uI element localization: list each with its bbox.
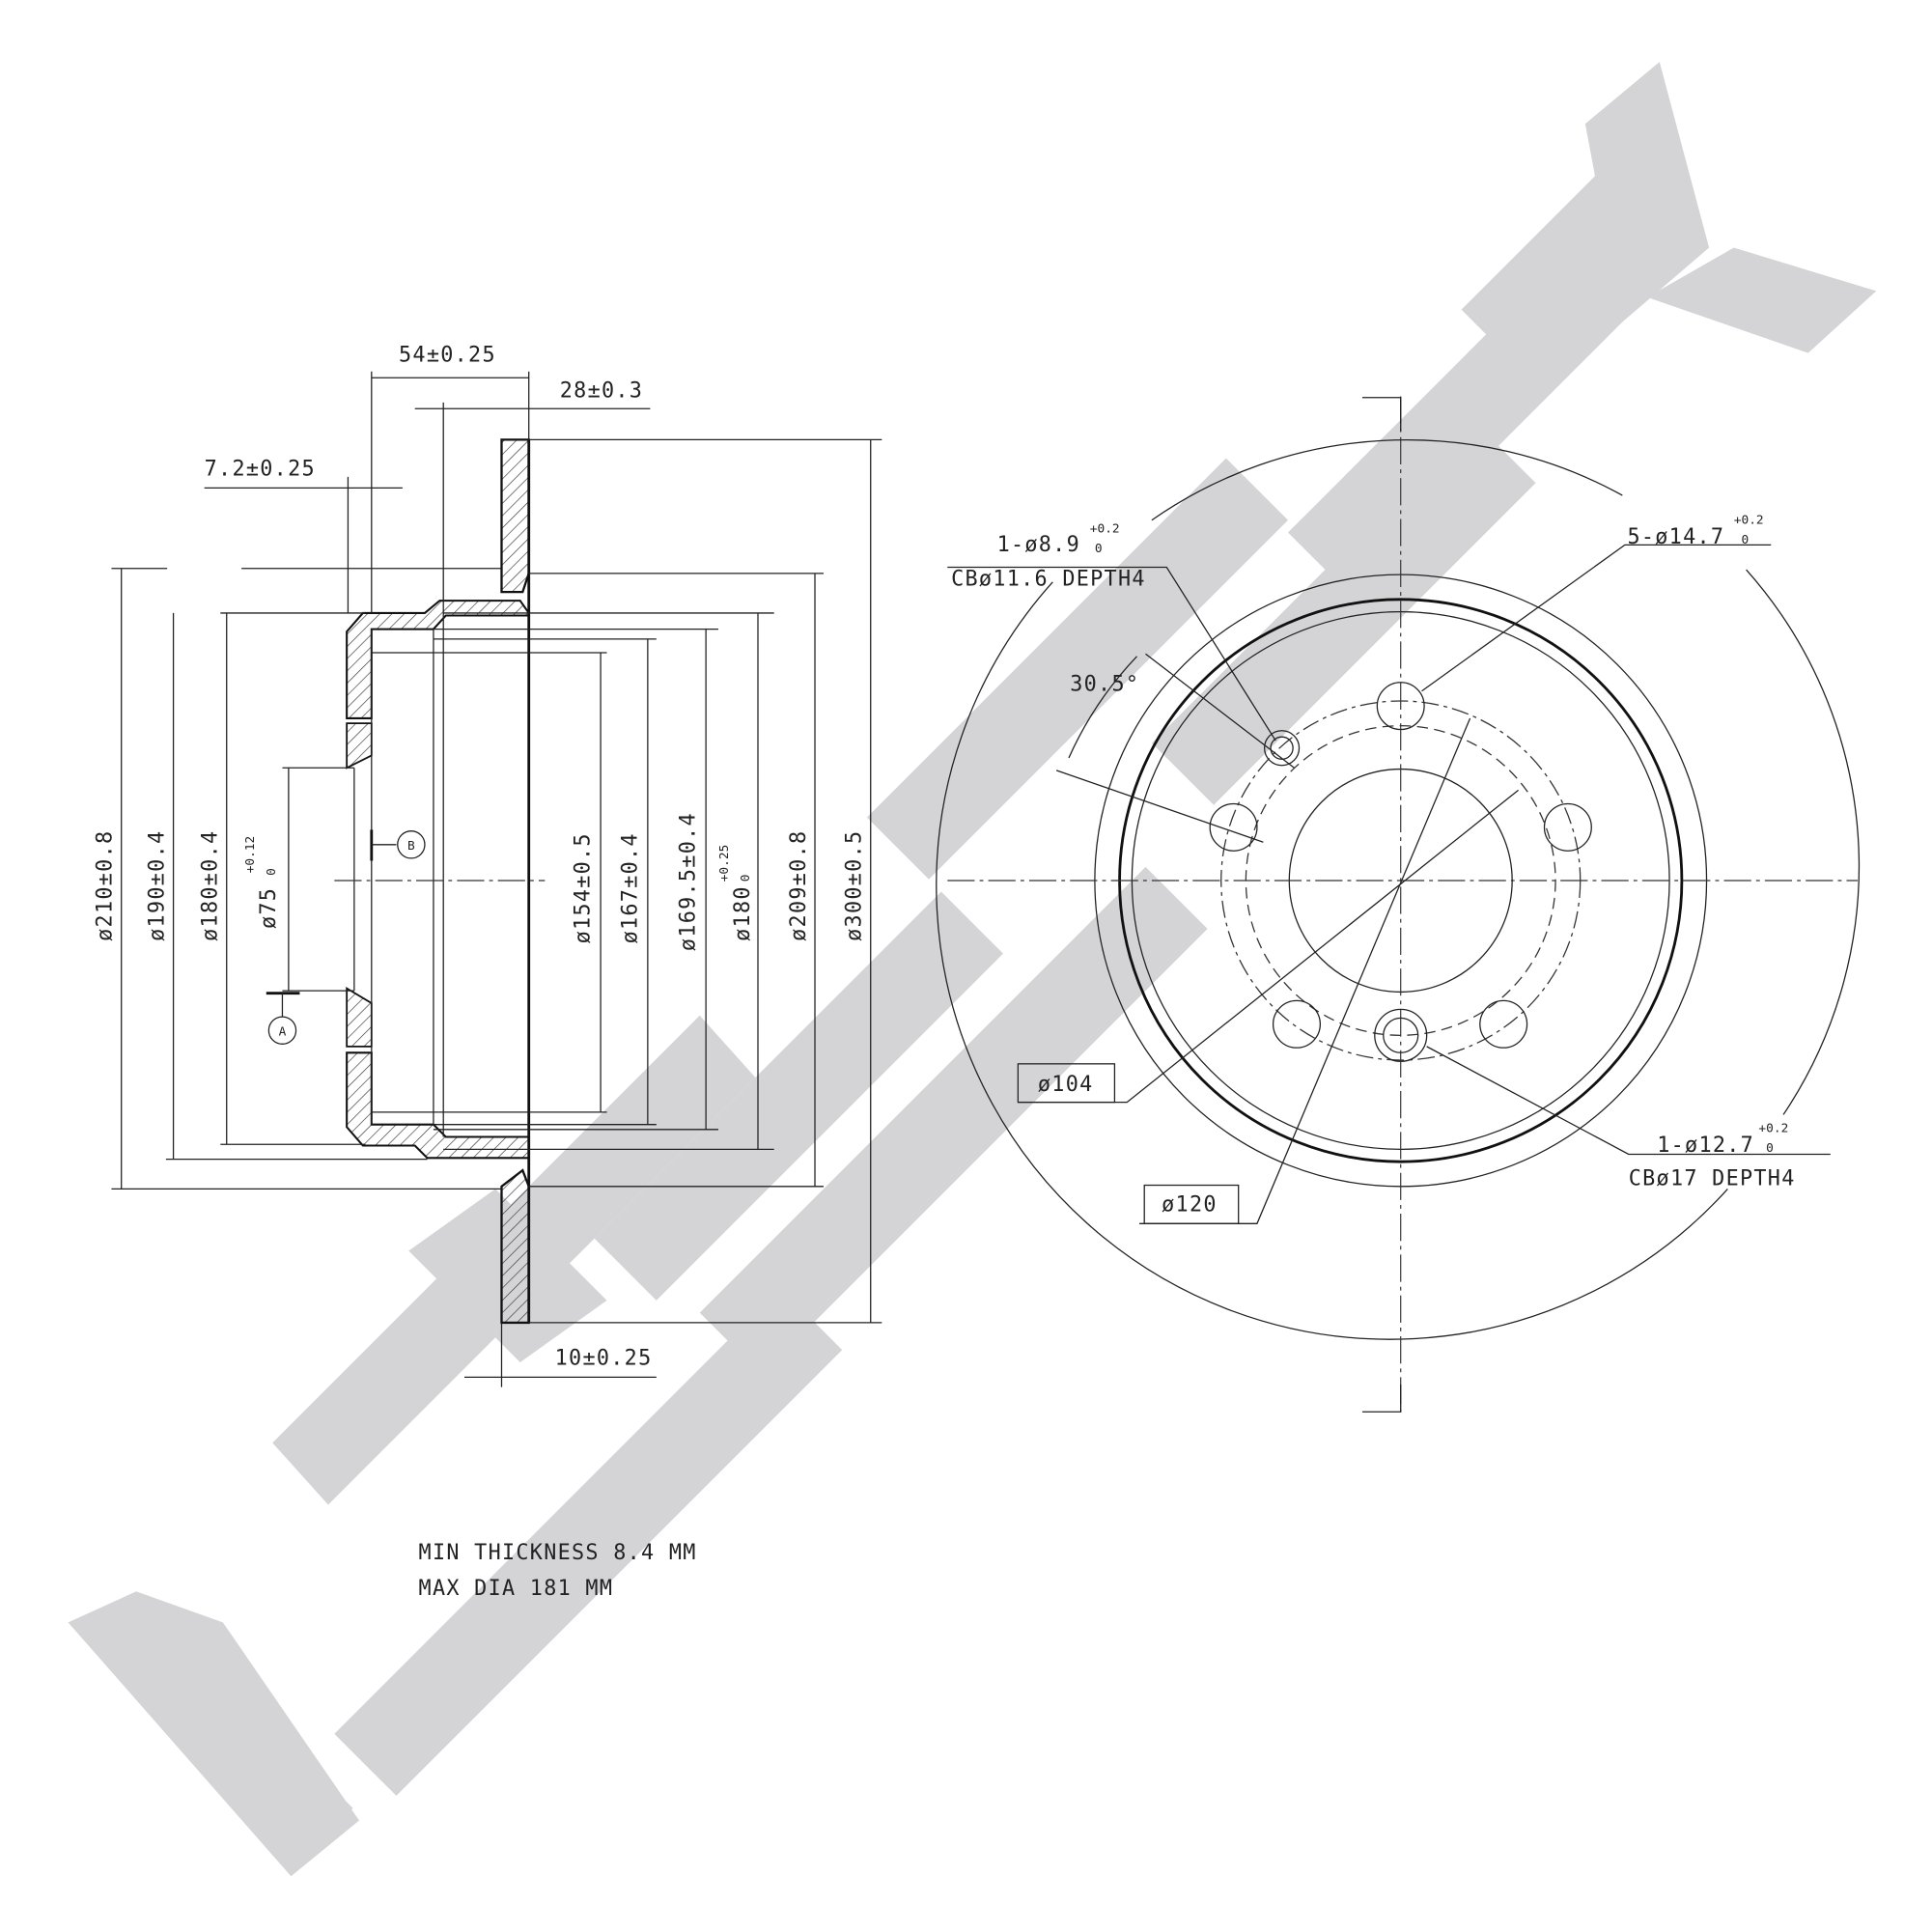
large-hole-tol-lower: 0	[1766, 1141, 1774, 1156]
bolt-hole	[1209, 802, 1258, 852]
dim-d154: ø154±0.5	[572, 832, 596, 943]
hat-section-bottom	[346, 1051, 530, 1160]
disc-section-bottom	[500, 1168, 530, 1325]
hat-section-top	[346, 600, 530, 719]
dim-d169: ø169.5±0.4	[677, 812, 701, 951]
large-hole-spec: 1-ø12.7	[1657, 1134, 1754, 1158]
small-hole-tol-upper: +0.2	[1090, 522, 1120, 537]
dim-d75-tol-upper: +0.12	[243, 836, 258, 874]
bolt-hole	[1376, 682, 1425, 731]
large-counterbore-hole	[1374, 1008, 1428, 1062]
bolt-holes-spec: 5-ø14.7	[1627, 525, 1724, 549]
dim-offset: 28±0.3	[560, 379, 643, 404]
bolt-hole	[1543, 802, 1592, 852]
bolt-hole	[1479, 999, 1528, 1049]
dim-d210: ø210±0.8	[93, 830, 117, 941]
dim-d300: ø300±0.5	[842, 830, 866, 941]
bolt-hole	[1272, 999, 1321, 1049]
datum-b-label: B	[407, 839, 415, 854]
hat-section-flange-top	[346, 722, 373, 770]
dim-thickness: 10±0.25	[555, 1347, 653, 1371]
small-counterbore-hole	[1263, 730, 1301, 767]
bolt-holes-tol-upper: +0.2	[1734, 514, 1764, 528]
small-hole-counterbore: CBø11.6 DEPTH4	[951, 568, 1146, 592]
dim-hat-height: 54±0.25	[399, 344, 496, 368]
angle-label: 30.5°	[1070, 673, 1139, 697]
dim-d180a: ø180±0.4	[198, 830, 222, 941]
datum-a-label: A	[279, 1024, 287, 1039]
note-min-thickness: MIN THICKNESS 8.4 MM	[419, 1541, 697, 1565]
dim-d75-tol-lower: 0	[265, 868, 279, 876]
dim-d190: ø190±0.4	[145, 830, 169, 941]
dim-d209: ø209±0.8	[787, 830, 811, 941]
side-section-view: B A 54±0.25 28±0.3 7.2±0.25 10±0.25 ø210…	[93, 344, 882, 1387]
dim-flange: 7.2±0.25	[205, 458, 316, 482]
bolt-holes-tol-lower: 0	[1741, 533, 1749, 547]
note-max-dia: MAX DIA 181 MM	[419, 1577, 614, 1601]
large-hole-counterbore: CBø17 DEPTH4	[1629, 1167, 1796, 1191]
dim-d167: ø167±0.4	[618, 832, 642, 943]
small-hole-spec: 1-ø8.9	[997, 533, 1080, 557]
dim-d180b-tol-lower: 0	[739, 875, 753, 882]
hat-section-flange-bottom	[346, 987, 373, 1048]
bolt-holes	[1209, 682, 1592, 1049]
zentek-watermark	[68, 62, 1877, 1877]
front-view: 1-ø8.9 +0.2 0 CBø11.6 DEPTH4 5-ø14.7 +0.…	[936, 396, 1861, 1413]
large-hole-tol-upper: +0.2	[1758, 1121, 1788, 1135]
dim-d180b: ø180	[731, 885, 755, 941]
pcd-120-label: ø120	[1162, 1192, 1218, 1217]
small-hole-tol-lower: 0	[1095, 542, 1103, 556]
pcd-104-label: ø104	[1038, 1073, 1094, 1097]
dim-d75: ø75	[257, 887, 281, 929]
dim-d180b-tol-upper: +0.25	[717, 845, 732, 882]
disc-section-top	[500, 438, 530, 594]
